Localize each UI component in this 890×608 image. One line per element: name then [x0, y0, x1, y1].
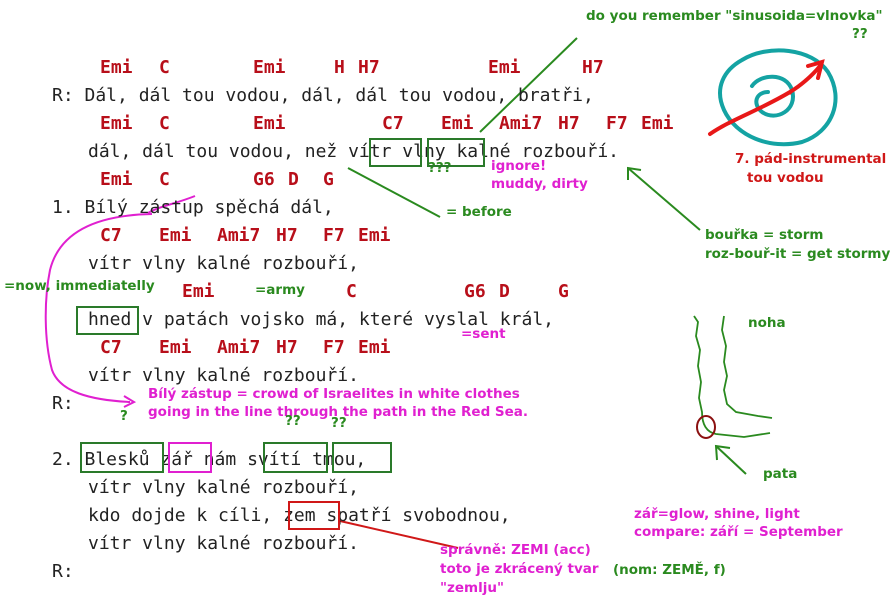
chord-label: C7	[382, 113, 404, 134]
lyric-line: 2. Blesků zář nám svítí tmou,	[52, 449, 367, 470]
chord-label: Emi	[641, 113, 674, 134]
chord-label: Emi	[159, 337, 192, 358]
chord-label: C	[159, 57, 170, 78]
annotation-note: = before	[446, 204, 512, 220]
annotation-note: Bílý zástup = crowd of Israelites in whi…	[148, 386, 520, 402]
chord-label: Ami7	[217, 337, 261, 358]
chord-label: Emi	[488, 57, 521, 78]
chord-label: G	[558, 281, 569, 302]
lyric-line: vítr vlny kalné rozbouří.	[88, 365, 359, 386]
chord-label: Ami7	[499, 113, 543, 134]
chord-label: C7	[100, 225, 122, 246]
chord-label: H7	[582, 57, 604, 78]
word-highlight-box	[369, 138, 422, 167]
chord-label: H7	[558, 113, 580, 134]
word-highlight-box	[332, 442, 392, 473]
chord-label: D	[288, 169, 299, 190]
leader-line-sinusoida	[479, 37, 578, 133]
chord-label: D	[499, 281, 510, 302]
annotation-note: ??	[852, 26, 868, 42]
chord-label: Emi	[159, 225, 192, 246]
annotation-note: zář=glow, shine, light	[634, 506, 800, 522]
chord-label: Emi	[182, 281, 215, 302]
chord-label: Emi	[253, 113, 286, 134]
annotation-note: do you remember "sinusoida=vlnovka"	[586, 8, 883, 24]
chord-label: H	[334, 57, 345, 78]
annotation-note: 7. pád-instrumental	[735, 151, 887, 167]
pink-bracket-line	[44, 213, 153, 403]
annotation-note: tou vodou	[747, 170, 824, 186]
annotation-note: správně: ZEMI (acc)	[440, 542, 591, 558]
chord-label: Emi	[100, 57, 133, 78]
chord-label: H7	[276, 337, 298, 358]
word-highlight-box	[80, 442, 164, 473]
lyric-line: vítr vlny kalné rozbouří,	[88, 253, 359, 274]
annotation-note: ???	[428, 160, 452, 176]
annotation-note: pata	[763, 466, 798, 482]
annotation-note: =sent	[461, 326, 506, 342]
word-highlight-box	[263, 442, 328, 473]
arrow-pata	[714, 444, 747, 475]
squiggle-zastup	[147, 195, 196, 214]
rotation-scribble	[708, 48, 838, 147]
chord-label: Emi	[100, 169, 133, 190]
lyric-line: vítr vlny kalné rozbouří,	[88, 477, 359, 498]
annotation-note: noha	[748, 315, 786, 331]
chord-label: G6	[464, 281, 486, 302]
pink-bracket-arrowhead	[123, 395, 137, 408]
chord-label: Emi	[358, 225, 391, 246]
annotation-note: toto je zkrácený tvar	[440, 561, 599, 577]
arrow-rozbouri	[627, 166, 701, 231]
chord-label: G6	[253, 169, 275, 190]
annotation-note: muddy, dirty	[491, 176, 588, 192]
lyric-line: R: Dál, dál tou vodou, dál, dál tou vodo…	[52, 85, 594, 106]
annotation-note: ??	[331, 415, 347, 431]
annotation-note: compare: září = September	[634, 524, 843, 540]
annotation-note: "zemlju"	[440, 580, 505, 596]
annotation-note: =army	[255, 282, 305, 298]
chord-label: F7	[606, 113, 628, 134]
leader-line-zem	[339, 520, 459, 549]
annotation-note: ??	[285, 413, 301, 429]
lyric-line: 1. Bílý zástup spěchá dál,	[52, 197, 334, 218]
leader-line-before	[347, 167, 441, 218]
chord-label: Emi	[253, 57, 286, 78]
lyric-line: hned v patách vojsko má, které vyslal kr…	[88, 309, 554, 330]
annotation-note: bouřka = storm	[705, 227, 824, 243]
leg-drawing	[693, 315, 773, 438]
annotation-note: roz-bouř-it = get stormy	[705, 246, 890, 262]
heel-circle	[696, 415, 716, 439]
chord-label: C	[159, 113, 170, 134]
word-highlight-box	[76, 306, 139, 335]
chord-label: H7	[358, 57, 380, 78]
word-highlight-box	[168, 442, 212, 473]
chord-label: Emi	[358, 337, 391, 358]
chord-label: Emi	[100, 113, 133, 134]
annotation-note: going in the line through the path in th…	[148, 404, 529, 420]
lyric-line: R:	[52, 561, 74, 582]
annotation-note: ?	[120, 408, 128, 424]
chord-label: Emi	[441, 113, 474, 134]
chord-label: G	[323, 169, 334, 190]
word-highlight-box	[288, 501, 340, 530]
chord-label: C7	[100, 337, 122, 358]
chord-label: C	[346, 281, 357, 302]
lyric-line: vítr vlny kalné rozbouří.	[88, 533, 359, 554]
annotation-note: =now, immediatelly	[4, 278, 155, 294]
chord-label: F7	[323, 225, 345, 246]
chord-label: H7	[276, 225, 298, 246]
lyric-line: R:	[52, 393, 74, 414]
chord-label: C	[159, 169, 170, 190]
chord-label: F7	[323, 337, 345, 358]
annotation-note: (nom: ZEMĚ, f)	[613, 562, 726, 578]
annotation-note: ignore!	[491, 158, 547, 174]
lyric-line: kdo dojde k cíli, zem spatří svobodnou,	[88, 505, 511, 526]
word-highlight-box	[427, 138, 485, 167]
chord-label: Ami7	[217, 225, 261, 246]
